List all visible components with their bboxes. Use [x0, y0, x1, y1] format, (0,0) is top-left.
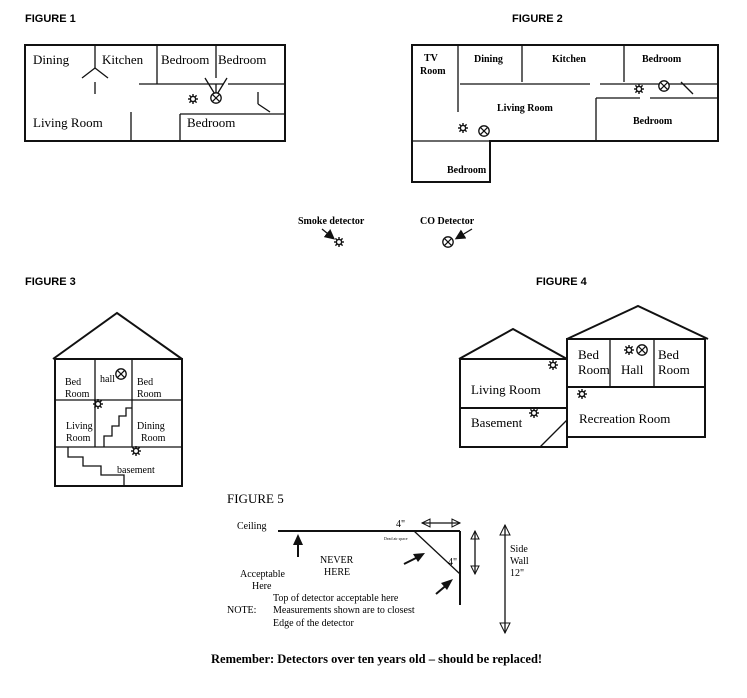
fig3-bed2-a: Bed	[137, 377, 153, 388]
fig5-acceptable-2: Here	[252, 581, 272, 592]
fig3-bed1-a: Bed	[65, 377, 81, 388]
fig5-ceiling: Ceiling	[237, 521, 266, 532]
fig4-recreation: Recreation Room	[579, 411, 670, 426]
fig5-dead-air: Dead air space	[384, 536, 408, 541]
fig5-four-side: 4"	[448, 557, 457, 568]
fig1-bedroom-a: Bedroom	[161, 52, 209, 67]
fig3-dining-a: Dining	[137, 421, 165, 432]
fig5-note-label: NOTE:	[227, 605, 256, 616]
figure-2-title: FIGURE 2	[512, 13, 563, 25]
figure-1: FIGURE 1 Dining Kitchen Bedroom Bedroom …	[24, 13, 286, 142]
fig5-side-2: Wall	[510, 556, 529, 567]
fig4-basement: Basement	[471, 415, 523, 430]
fig2-living: Living Room	[497, 103, 554, 114]
fig5-note-2: Edge of the detector	[273, 618, 354, 629]
fig2-kitchen: Kitchen	[552, 54, 586, 65]
fig2-bedroom-c: Bedroom	[447, 165, 487, 176]
fig2-tv-1: TV	[424, 53, 439, 64]
fig3-bed2-b: Room	[137, 389, 162, 400]
fig5-top-detector: Top of detector acceptable here	[273, 593, 399, 604]
fig4-living: Living Room	[471, 382, 541, 397]
fig5-never-2: HERE	[324, 567, 350, 578]
fig5-never-1: NEVER	[320, 555, 354, 566]
fig5-acceptable-1: Acceptable	[240, 569, 286, 580]
figure-1-title: FIGURE 1	[25, 13, 76, 25]
fig5-note-1: Measurements shown are to closest	[273, 605, 415, 616]
legend-smoke-label: Smoke detector	[298, 216, 365, 227]
fig1-living: Living Room	[33, 115, 103, 130]
figure-3-title: FIGURE 3	[25, 276, 76, 288]
fig4-bed1-b: Room	[578, 362, 610, 377]
fig2-bedroom-b: Bedroom	[633, 116, 673, 127]
fig2-dining: Dining	[474, 54, 503, 65]
fig1-bedroom-c: Bedroom	[187, 115, 235, 130]
fig4-hall: Hall	[621, 362, 644, 377]
fig3-basement: basement	[117, 465, 155, 476]
legend-co-label: CO Detector	[420, 216, 475, 227]
fig3-living-b: Room	[66, 433, 91, 444]
fig2-bedroom-a: Bedroom	[642, 54, 682, 65]
fig4-bed1-a: Bed	[578, 347, 599, 362]
figure-2: FIGURE 2 TV Room Dining Kitchen Bedroom …	[411, 13, 719, 183]
legend: Smoke detector CO Detector	[298, 216, 475, 248]
figure-3: FIGURE 3 Bed Room hall Bed Room Living R…	[25, 276, 183, 487]
fig5-side-1: Side	[510, 544, 528, 555]
fig3-dining-b: Room	[141, 433, 166, 444]
co-detector-icon	[442, 236, 454, 248]
fig1-bedroom-b: Bedroom	[218, 52, 266, 67]
fig3-bed1-b: Room	[65, 389, 90, 400]
figure-5-title: FIGURE 5	[227, 491, 284, 506]
fig3-living-a: Living	[66, 421, 93, 432]
fig5-side-3: 12"	[510, 568, 524, 579]
fig2-tv-2: Room	[420, 66, 446, 77]
fig4-bed2-b: Room	[658, 362, 690, 377]
figure-4: FIGURE 4 Bed Room Hall Bed Room Living R…	[458, 276, 709, 448]
smoke-detector-icon	[333, 236, 345, 248]
fig1-dining: Dining	[33, 52, 70, 67]
figure-4-title: FIGURE 4	[536, 276, 588, 288]
fig4-bed2-a: Bed	[658, 347, 679, 362]
fig1-kitchen: Kitchen	[102, 52, 144, 67]
reminder-text: Remember: Detectors over ten years old –…	[211, 652, 542, 666]
figure-5: FIGURE 5 Ceiling 4" Dead air space 4" Si…	[227, 491, 529, 635]
fig5-four-top: 4"	[396, 519, 405, 530]
fig3-hall: hall	[100, 374, 115, 385]
